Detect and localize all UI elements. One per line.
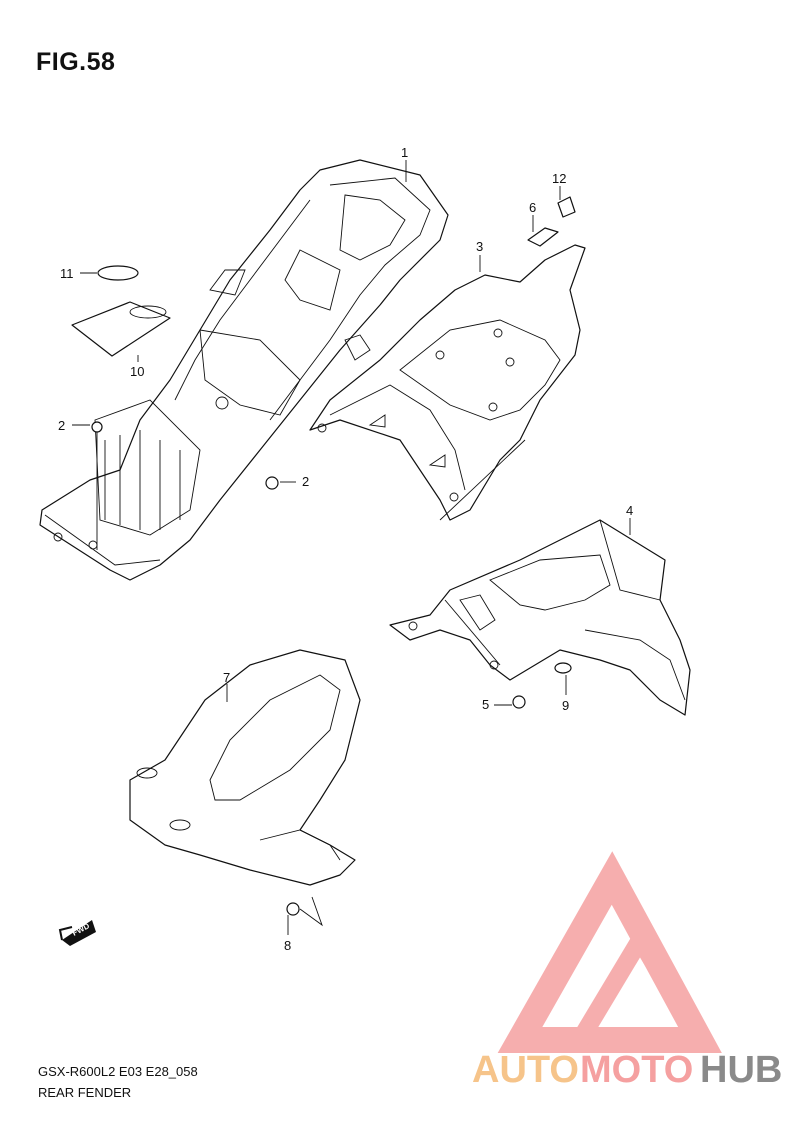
callout-9: 9 (562, 698, 569, 713)
part-5-bolt (512, 695, 526, 709)
part-3-undertray-panel (309, 244, 586, 521)
part-7-rear-hugger (129, 649, 361, 886)
watermark-auto: AUTO (472, 1049, 579, 1091)
leader-lines (72, 160, 631, 935)
fwd-arrow-icon: FWD (58, 920, 96, 946)
part-2-screw-b (265, 476, 279, 490)
section-name-label: REAR FENDER (38, 1085, 132, 1100)
watermark-hub: HUB (700, 1049, 782, 1091)
figure-title: FIG.58 (36, 48, 116, 76)
callout-1: 1 (401, 145, 408, 160)
callout-10: 10 (130, 364, 144, 379)
callout-2-left: 2 (58, 418, 65, 433)
part-1-rear-fender-tray (39, 159, 449, 581)
part-4-fender-extension (389, 519, 691, 716)
part-2-screw-a (91, 421, 103, 550)
callout-5: 5 (482, 697, 489, 712)
part-9-washer (554, 662, 572, 674)
callout-6: 6 (529, 200, 536, 215)
part-11-o-ring (97, 265, 139, 281)
part-10-cover-plate (71, 301, 171, 357)
part-6-pad (527, 227, 559, 247)
callout-8: 8 (284, 938, 291, 953)
model-code-label: GSX-R600L2 E03 E28_058 (38, 1064, 198, 1079)
watermark-wordmark: AUTO MOTO HUB (472, 1049, 782, 1091)
callout-11: 11 (60, 266, 74, 281)
callout-12: 12 (552, 171, 566, 186)
part-12-pad (557, 196, 576, 218)
callout-2-right: 2 (302, 474, 309, 489)
callout-7: 7 (223, 670, 230, 685)
watermark-moto: MOTO (580, 1049, 693, 1091)
callout-4: 4 (626, 503, 633, 518)
watermark-logo (497, 851, 722, 1053)
callout-3: 3 (476, 239, 483, 254)
part-8-bolt (286, 896, 323, 927)
